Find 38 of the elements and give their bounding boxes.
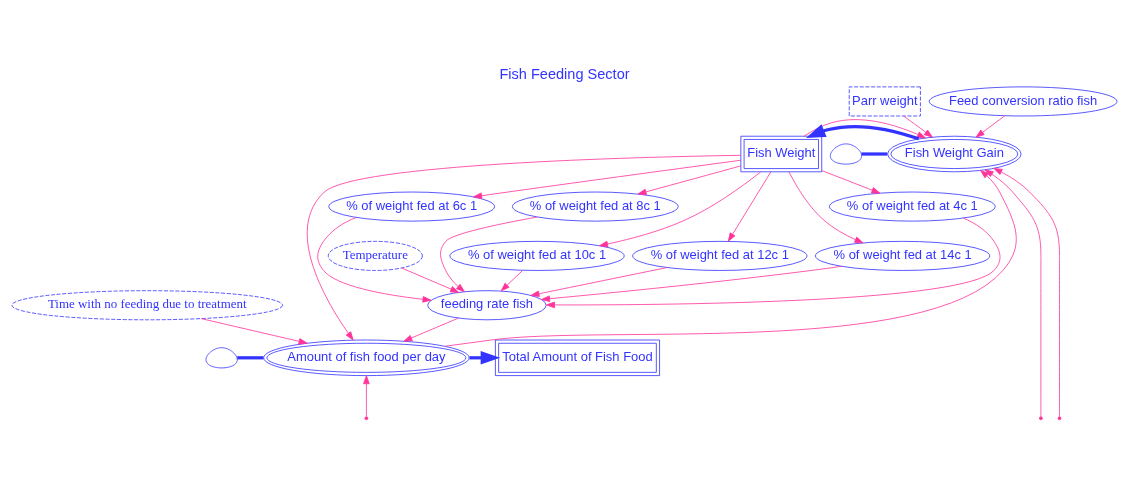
node-box: Parr weight [848, 85, 921, 116]
arrow [541, 265, 842, 302]
node-cloud [829, 143, 863, 165]
connector [237, 355, 264, 359]
arrow [546, 217, 1001, 308]
arrow [993, 167, 1060, 417]
arrow [201, 317, 308, 345]
connector [861, 151, 888, 156]
node-cloud [205, 346, 238, 368]
node-ellipse: % of weight fed at 4c 1 [829, 191, 996, 222]
arrow [403, 317, 459, 342]
arrow [599, 171, 762, 247]
node-ellipse: % of weight fed at 14c 1 [815, 240, 991, 271]
arrow [903, 115, 933, 138]
arrow [401, 267, 460, 293]
arrow [363, 374, 370, 417]
arrow [821, 169, 881, 194]
node-ellipse: % of weight fed at 12c 1 [632, 240, 808, 271]
arrow [306, 154, 742, 340]
arrow [803, 118, 926, 138]
arrow [806, 123, 920, 140]
arrow [975, 115, 1006, 138]
arrow [440, 216, 538, 292]
arrow [473, 159, 742, 199]
arrow [500, 269, 523, 291]
node-ellipse: Time with no feeding due to treatment [11, 289, 283, 320]
arrow [530, 266, 668, 297]
diagram-title: Fish Feeding Sector [499, 65, 630, 82]
arrow [788, 171, 864, 243]
arrow [444, 168, 1017, 347]
arrow [317, 216, 432, 303]
arrow [727, 170, 772, 242]
node-ellipse: Temperature [327, 240, 423, 271]
node-ellipse: % of weight fed at 8c 1 [512, 191, 679, 222]
arrow [469, 350, 501, 365]
node-ellipse: Feed conversion ratio fish [928, 85, 1118, 116]
arrow [980, 167, 1042, 417]
arrow [637, 165, 742, 195]
